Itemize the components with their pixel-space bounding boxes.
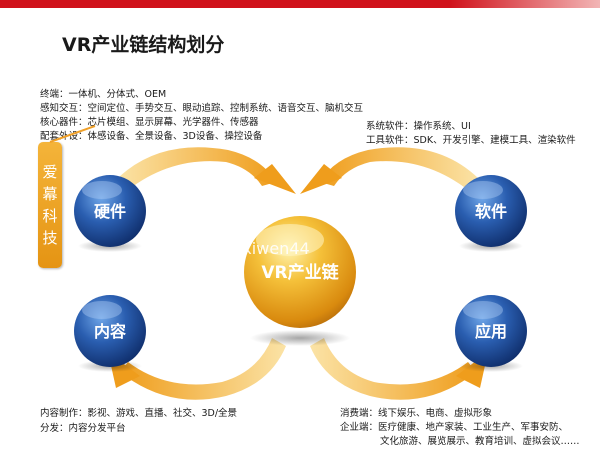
node-content-label: 内容 xyxy=(94,322,126,341)
node-software-label: 软件 xyxy=(475,202,507,221)
node-application-label: 应用 xyxy=(475,322,507,341)
node-shadow xyxy=(459,360,523,372)
application-note-enterprise: 企业端：医疗健康、地产家装、工业生产、军事安防、 xyxy=(340,422,569,433)
brand-char: 爱 xyxy=(42,163,58,181)
node-shadow xyxy=(459,240,523,252)
application-note-consumer: 消费端：线下娱乐、电商、虚拟形象 xyxy=(340,408,493,419)
hardware-note-peripherals: 配套外设：体感设备、全景设备、3D设备、操控设备 xyxy=(40,131,263,142)
brand-char: 技 xyxy=(42,229,58,247)
brand-char: 幕 xyxy=(42,185,58,203)
node-software: 软件 xyxy=(455,175,527,247)
center-node-vr-industry-chain: xiwen44 VR产业链 xyxy=(242,216,356,328)
hardware-note-terminal: 终端：一体机、分体式、OEM xyxy=(40,89,167,100)
center-shadow xyxy=(250,330,350,346)
page-title: VR产业链结构划分 xyxy=(62,34,225,56)
arrow-center-to-content xyxy=(108,338,286,400)
content-note-distribution: 分发：内容分发平台 xyxy=(40,423,126,434)
arrow-center-to-application xyxy=(310,338,488,400)
node-shadow xyxy=(78,360,142,372)
center-node-label: VR产业链 xyxy=(261,262,339,283)
hardware-note-core: 核心器件：芯片模组、显示屏幕、光学器件、传感器 xyxy=(40,117,259,128)
software-note-tools: 工具软件：SDK、开发引擎、建模工具、渲染软件 xyxy=(366,135,576,146)
arrow-hardware-to-center xyxy=(118,147,296,194)
node-application: 应用 xyxy=(455,295,527,367)
content-note-production: 内容制作：影视、游戏、直播、社交、3D/全景 xyxy=(40,408,238,419)
node-hardware: 硬件 xyxy=(74,175,146,247)
application-note-enterprise-cont: 文化旅游、展览展示、教育培训、虚拟会议…… xyxy=(380,436,580,447)
node-content: 内容 xyxy=(74,295,146,367)
node-hardware-label: 硬件 xyxy=(94,202,126,221)
brand-char: 科 xyxy=(42,207,58,225)
software-note-system: 系统软件：操作系统、UI xyxy=(366,121,471,132)
watermark-text: xiwen44 xyxy=(242,239,309,258)
brand-label-box: 爱 幕 科 技 xyxy=(38,142,62,268)
hardware-note-interaction: 感知交互：空间定位、手势交互、眼动追踪、控制系统、语音交互、脑机交互 xyxy=(40,103,364,114)
node-shadow xyxy=(78,240,142,252)
top-accent-bar xyxy=(0,0,600,8)
arrow-software-to-center xyxy=(300,147,478,194)
